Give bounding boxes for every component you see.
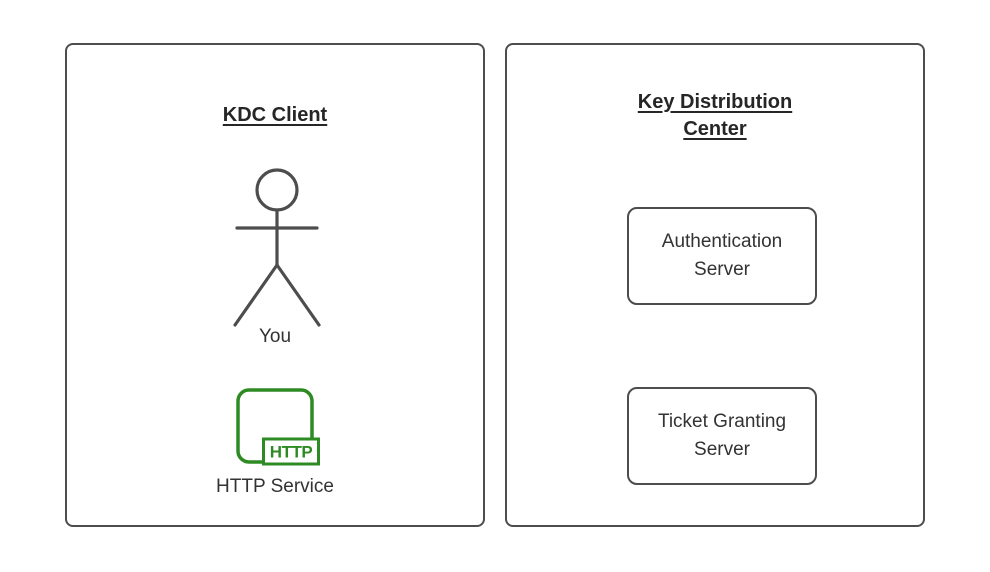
ticket-granting-server-label: Ticket Granting Server	[657, 411, 787, 460]
key-distribution-center-panel: Key Distribution Center Authentication S…	[505, 43, 925, 527]
authentication-server-label: Authentication Server	[661, 231, 783, 280]
kdc-client-title: KDC Client	[222, 104, 328, 126]
ticket-granting-server-box: Ticket Granting Server	[627, 387, 817, 485]
stick-figure-person-icon	[233, 168, 321, 327]
http-badge-text: HTTP	[270, 443, 313, 462]
http-service-label: HTTP Service	[216, 476, 334, 497]
http-application-icon: HTTP	[236, 388, 320, 466]
kdc-client-panel: KDC Client You HTTP HTTP Service	[65, 43, 485, 527]
actor-label: You	[258, 326, 292, 347]
authentication-server-box: Authentication Server	[627, 207, 817, 305]
key-distribution-center-title: Key Distribution Center	[637, 91, 793, 140]
